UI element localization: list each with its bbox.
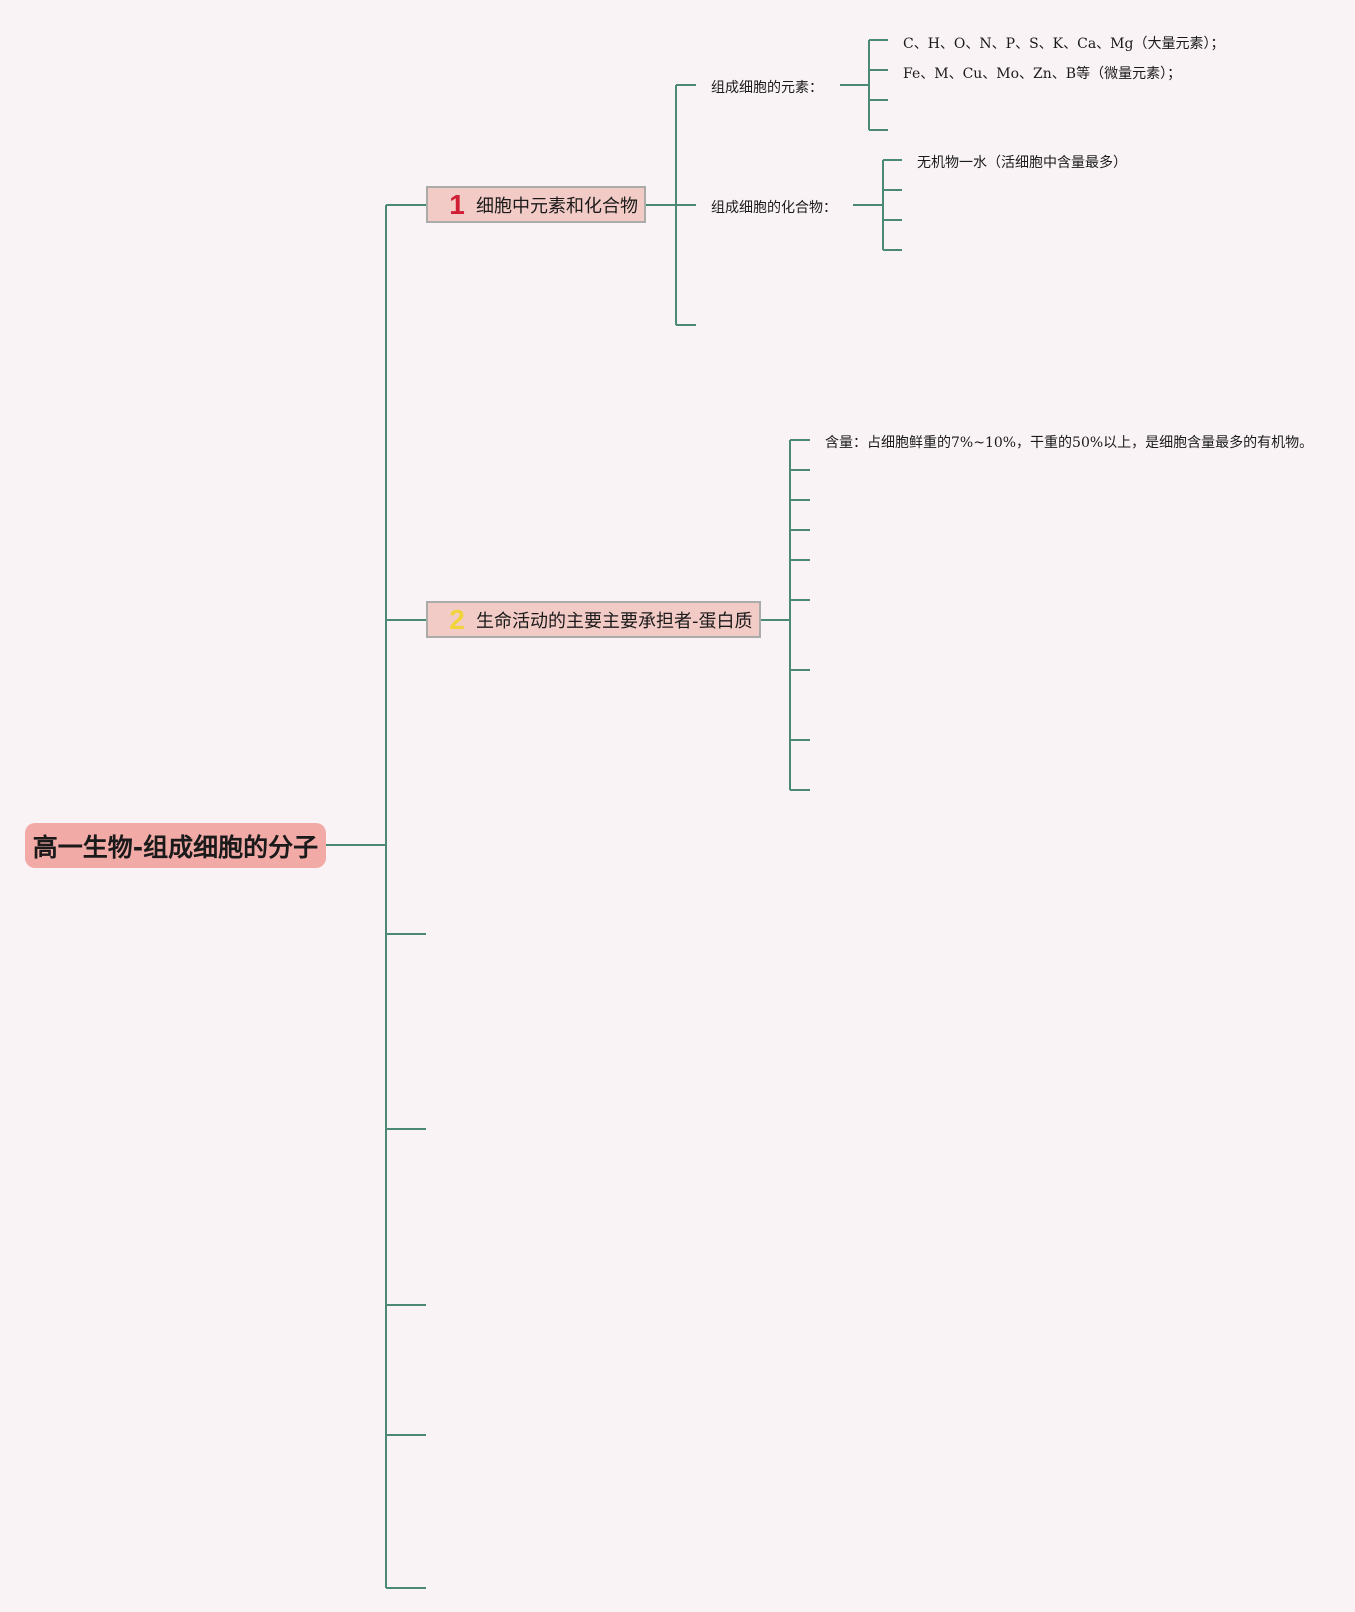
topic-node-1[interactable]: 1 细胞中元素和化合物 [426,186,646,223]
leaf-major-elements[interactable]: C、H、O、N、P、S、K、Ca、Mg（大量元素）； [903,36,1225,52]
topic-label-1: 细胞中元素和化合物 [476,195,638,217]
leaf-trace-elements[interactable]: Fe、M、Cu、Mo、Zn、B等（微量元素）； [903,66,1182,82]
subtopic-elements[interactable]: 组成细胞的元素： [711,80,823,96]
topic-number-2: 2 [449,603,465,635]
root-node[interactable]: 高一生物-组成细胞的分子 [25,823,326,868]
topic-node-2[interactable]: 2 生命活动的主要主要承担者-蛋白质 [426,601,761,638]
leaf-protein-content[interactable]: 含量：占细胞鲜重的7%~10%，干重的50%以上，是细胞含量最多的有机物。 [825,435,1314,451]
topic-number-1: 1 [449,188,465,220]
topic-label-2: 生命活动的主要主要承担者-蛋白质 [476,610,753,632]
leaf-water[interactable]: 无机物一水（活细胞中含量最多） [917,155,1127,171]
root-label: 高一生物-组成细胞的分子 [32,832,319,862]
subtopic-compounds[interactable]: 组成细胞的化合物： [711,200,837,216]
